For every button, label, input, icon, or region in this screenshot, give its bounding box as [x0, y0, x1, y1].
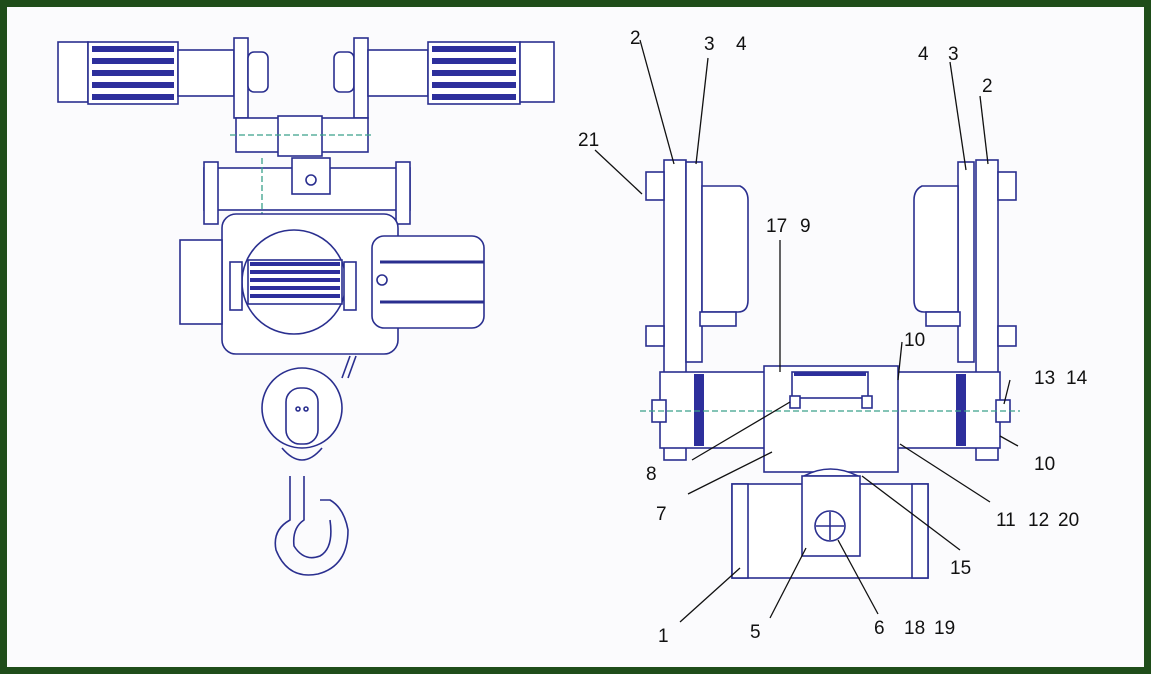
- label-6: 6: [874, 618, 885, 639]
- label-4-right: 4: [918, 44, 929, 65]
- label-12: 12: [1028, 510, 1049, 531]
- label-5: 5: [750, 622, 761, 643]
- label-4-left: 4: [736, 34, 747, 55]
- label-14: 14: [1066, 368, 1088, 389]
- label-21: 21: [578, 130, 599, 151]
- label-10-bottom: 10: [1034, 454, 1055, 475]
- label-8: 8: [646, 464, 657, 485]
- label-19: 19: [934, 618, 955, 639]
- label-1: 1: [658, 626, 669, 647]
- label-9: 9: [800, 216, 811, 237]
- label-11: 11: [996, 510, 1016, 531]
- label-2-right: 2: [982, 76, 993, 97]
- label-18: 18: [904, 618, 925, 639]
- trolley-front-view: [640, 159, 1020, 579]
- part-labels: 2 3 4 21 4 3 2 17 9 10 13 14 10 8 7 11 1…: [578, 28, 1088, 647]
- label-17: 17: [766, 216, 787, 237]
- label-13: 13: [1034, 368, 1055, 389]
- label-3-left: 3: [704, 34, 715, 55]
- label-10-top: 10: [904, 330, 925, 351]
- left-trolley-motor: [57, 37, 269, 119]
- label-2-left: 2: [630, 28, 641, 49]
- right-trolley-motor: [333, 37, 555, 119]
- label-15: 15: [950, 558, 971, 579]
- hoist-side-view: [57, 37, 555, 576]
- label-20: 20: [1058, 510, 1079, 531]
- label-3-right: 3: [948, 44, 959, 65]
- leader-lines: [594, 39, 1019, 623]
- label-7: 7: [656, 504, 667, 525]
